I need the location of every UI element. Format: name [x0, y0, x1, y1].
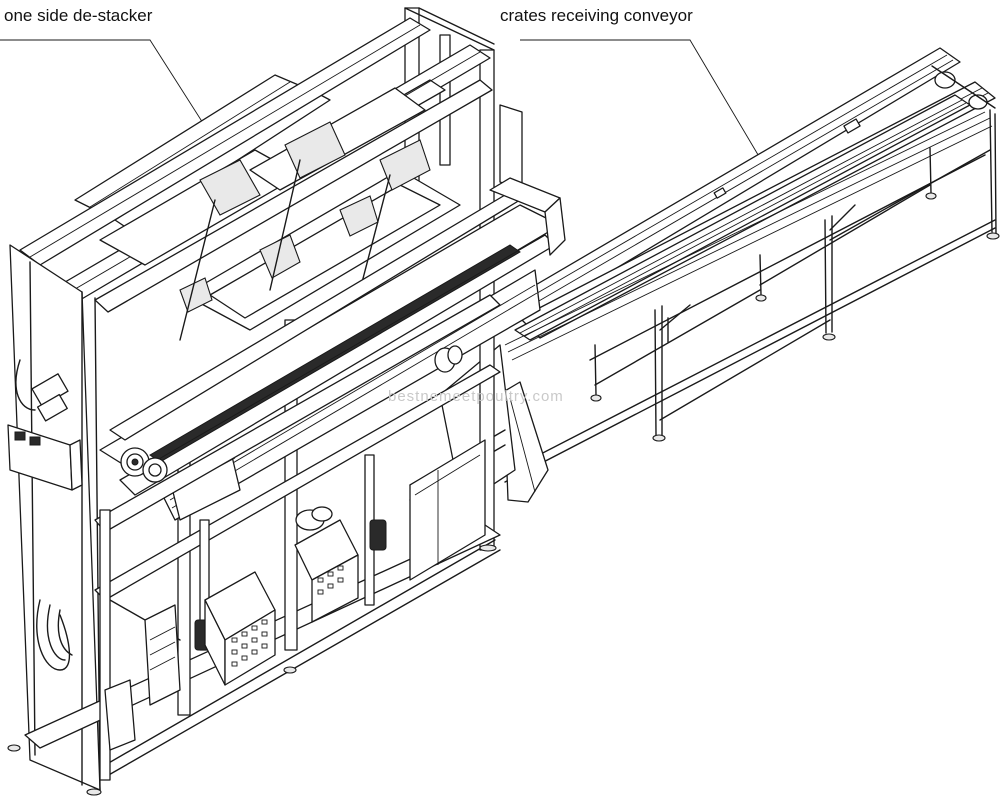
label-one-side-destacker: one side de-stacker [4, 6, 153, 25]
motors-and-cabinets [7, 345, 463, 751]
label-crates-receiving-conveyor: crates receiving conveyor [500, 6, 693, 25]
receiving-conveyor [499, 47, 1000, 483]
watermark: bestnemeetpoultry.com [388, 388, 564, 405]
destacker-frame [7, 7, 566, 796]
